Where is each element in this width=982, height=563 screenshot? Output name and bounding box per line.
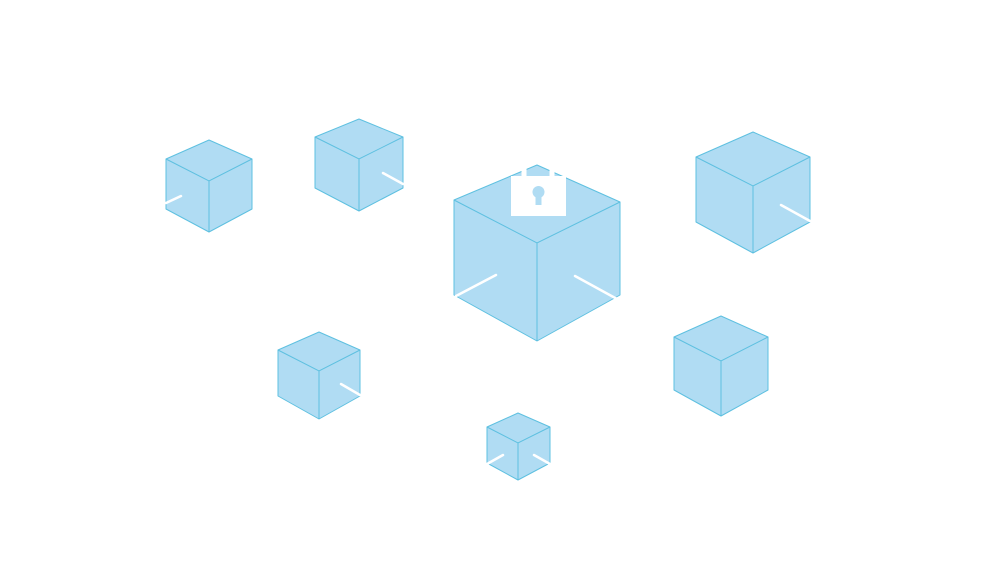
cube-icon <box>695 131 812 254</box>
padlock-icon <box>511 154 566 216</box>
cube-icon <box>485 412 552 481</box>
cube-icon <box>277 331 362 420</box>
cube-icon <box>164 139 253 233</box>
cube-icon <box>314 118 405 212</box>
cube-icon <box>453 164 621 342</box>
cube-icon <box>673 315 769 417</box>
